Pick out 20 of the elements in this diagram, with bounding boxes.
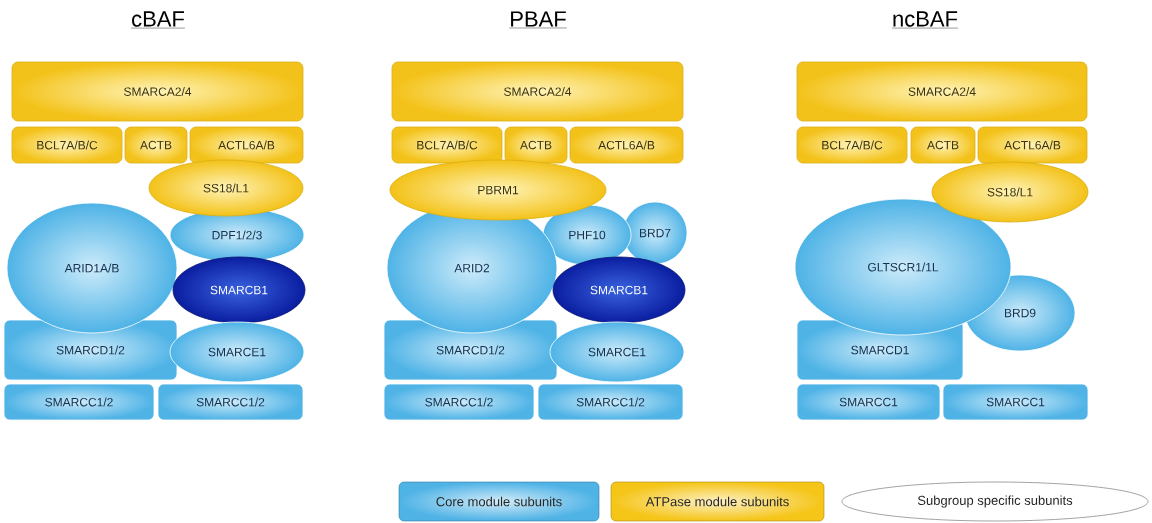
subunit-box: SMARCA2/4 [11,61,304,122]
subunit-box: ACTB [910,126,976,164]
subunit-box: SMARCC1/2 [383,383,535,421]
complex-title: cBAF [130,11,186,29]
subunit-box: BCL7A/B/C [796,126,908,164]
subunit-box: SMARCC1/2 [537,383,684,421]
subunit-box: SMARCC1/2 [157,383,304,421]
subunit-box: SMARCA2/4 [796,61,1088,122]
subunit-box: SMARCC1 [796,383,941,421]
subunit-box: ACTB [504,126,568,164]
subunit-box: BCL7A/B/C [11,126,123,164]
subunit-box: SMARCC1 [942,383,1089,421]
subunit-box: BCL7A/B/C [391,126,503,164]
subunit-box: SMARCC1/2 [3,383,155,421]
subunit-box: ACTL6A/B [569,126,684,164]
subunit-box: ACTB [124,126,188,164]
subunit-box: ACTL6A/B [977,126,1088,164]
complex-title: PBAF [509,11,567,29]
complex-title: ncBAF [891,11,959,29]
subunit-box: SMARCA2/4 [391,61,684,122]
